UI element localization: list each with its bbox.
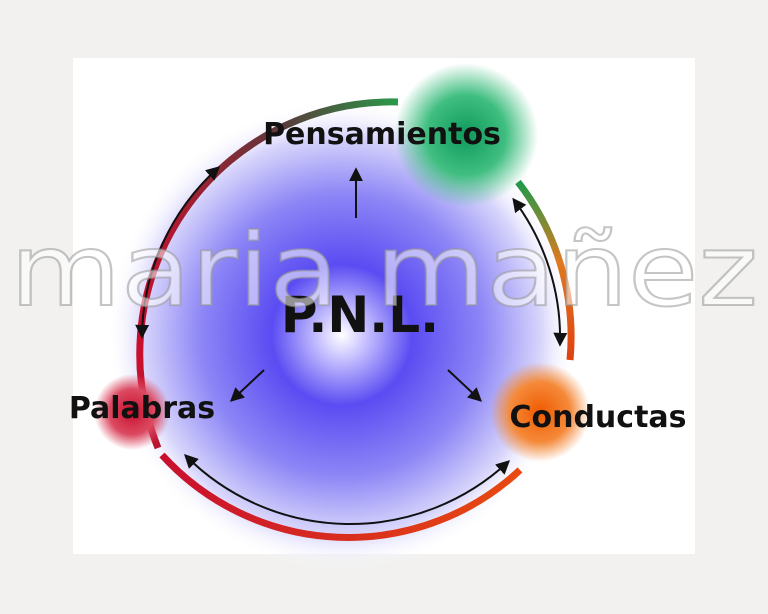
pensamientos-label: Pensamientos bbox=[263, 117, 501, 152]
conductas-node-circle bbox=[490, 362, 590, 462]
hub-glow bbox=[107, 100, 577, 570]
pensamientos-node-circle bbox=[394, 63, 538, 207]
arrow-palabras-pensamientos bbox=[135, 166, 221, 339]
center-label: P.N.L. bbox=[281, 286, 439, 344]
arrow-center-to-conductas bbox=[447, 369, 483, 402]
palabras-node-circle bbox=[94, 374, 170, 450]
palabras-label: Palabras bbox=[69, 391, 215, 426]
watermark: maria mañez bbox=[10, 212, 758, 329]
arrow-center-to-palabras bbox=[229, 369, 265, 402]
conductas-label: Conductas bbox=[509, 400, 686, 435]
ring-segment-bottom bbox=[159, 452, 523, 541]
arrow-palabras-conductas bbox=[184, 454, 511, 526]
arrow-pensamientos-conductas bbox=[512, 197, 568, 347]
